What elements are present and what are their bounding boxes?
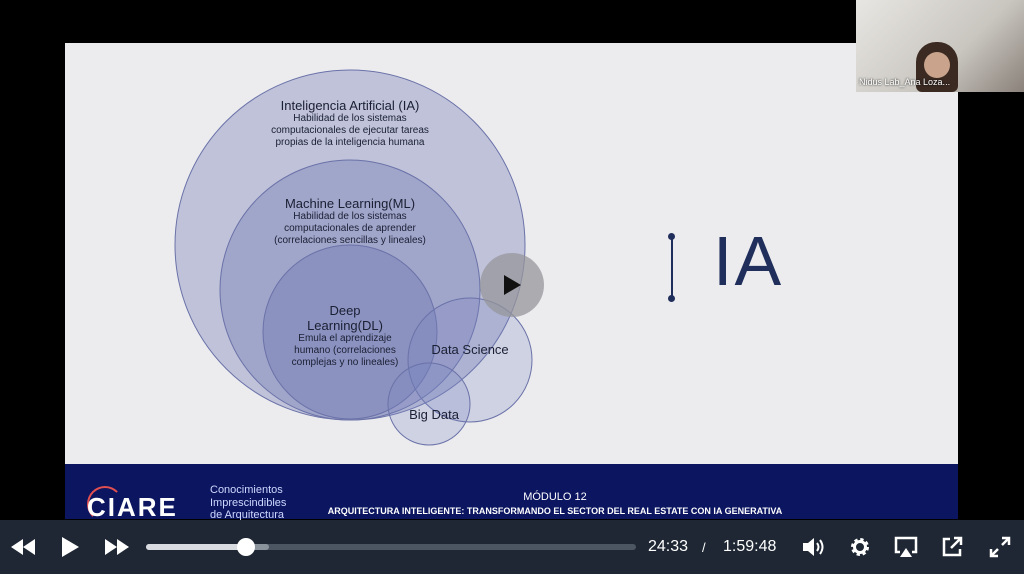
fast-forward-button[interactable] <box>100 520 134 574</box>
ai-venn-diagram <box>174 69 533 446</box>
ia-desc: propias de la inteligencia humana <box>275 137 425 148</box>
speaker-face <box>924 52 950 78</box>
circle-big-data <box>387 362 471 446</box>
course-title: ARQUITECTURA INTELIGENTE: TRANSFORMANDO … <box>327 506 783 516</box>
airplay-button[interactable] <box>890 520 922 574</box>
webcam-thumbnail[interactable]: Nidus Lab_Ana Loza... <box>856 0 1024 92</box>
logo-tagline: Conocimientos Imprescindibles de Arquite… <box>210 484 286 522</box>
ml-label: Machine Learning(ML) Habilidad de los si… <box>240 196 460 247</box>
gear-icon <box>851 538 869 556</box>
big-data-label: Big Data <box>409 407 459 422</box>
settings-button[interactable] <box>844 520 876 574</box>
circle-dl <box>262 244 438 420</box>
fullscreen-icon <box>989 536 1011 558</box>
slide-footer: CIARE Conocimientos Imprescindibles de A… <box>65 464 958 522</box>
tagline-line: Conocimientos <box>210 484 283 496</box>
speaker-name: Nidus Lab_Ana Loza... <box>859 77 951 87</box>
ml-desc: (correlaciones sencillas y lineales) <box>274 235 426 246</box>
ml-desc: computacionales de aprender <box>284 223 416 234</box>
volume-button[interactable] <box>798 520 830 574</box>
presentation-slide: Inteligencia Artificial (IA) Habilidad d… <box>65 43 958 522</box>
dl-desc: complejas y no lineales) <box>291 357 399 368</box>
ia-title: Inteligencia Artificial (IA) <box>280 98 420 113</box>
tagline-line: Imprescindibles <box>210 496 287 509</box>
popout-button[interactable] <box>936 520 968 574</box>
fast-forward-icon <box>105 539 129 555</box>
played-bar <box>146 544 247 550</box>
fullscreen-button[interactable] <box>984 520 1016 574</box>
dl-label: Deep Learning(DL) Emula el aprendizaje h… <box>270 303 420 369</box>
current-time: 24:33 <box>648 538 689 555</box>
ml-desc: Habilidad de los sistemas <box>293 211 407 222</box>
seek-bar[interactable] <box>146 538 636 556</box>
dl-title: Learning(DL) <box>307 318 383 333</box>
ia-desc: computacionales de ejecutar tareas <box>271 125 429 136</box>
volume-icon <box>803 538 824 556</box>
duration: 1:59:48 <box>723 538 777 555</box>
rewind-icon <box>11 539 35 555</box>
dl-title: Deep <box>329 303 361 318</box>
logo-arc-icon <box>87 486 123 522</box>
play-icon <box>504 275 521 295</box>
data-science-label: Data Science <box>431 342 509 357</box>
tagline-line: de Arquitectura <box>210 509 284 521</box>
center-play-button[interactable] <box>480 253 544 317</box>
slide-heading: IA <box>713 222 784 300</box>
dl-desc: Emula el aprendizaje <box>298 333 392 344</box>
ciare-logo: CIARE <box>87 492 178 522</box>
divider-line <box>671 236 673 298</box>
play-icon <box>62 537 79 557</box>
rewind-button[interactable] <box>6 520 40 574</box>
airplay-icon <box>894 536 918 557</box>
play-button[interactable] <box>54 520 86 574</box>
external-link-icon <box>942 536 963 557</box>
module-label: MÓDULO 12 <box>523 491 587 503</box>
ml-title: Machine Learning(ML) <box>284 196 416 211</box>
line-dot <box>668 295 675 302</box>
dl-desc: humano (correlaciones <box>294 345 396 356</box>
seek-handle[interactable] <box>237 538 256 556</box>
circle-data-science <box>407 297 533 423</box>
time-separator: / <box>702 540 706 555</box>
ia-label: Inteligencia Artificial (IA) Habilidad d… <box>225 98 475 149</box>
ia-desc: Habilidad de los sistemas <box>293 113 407 124</box>
